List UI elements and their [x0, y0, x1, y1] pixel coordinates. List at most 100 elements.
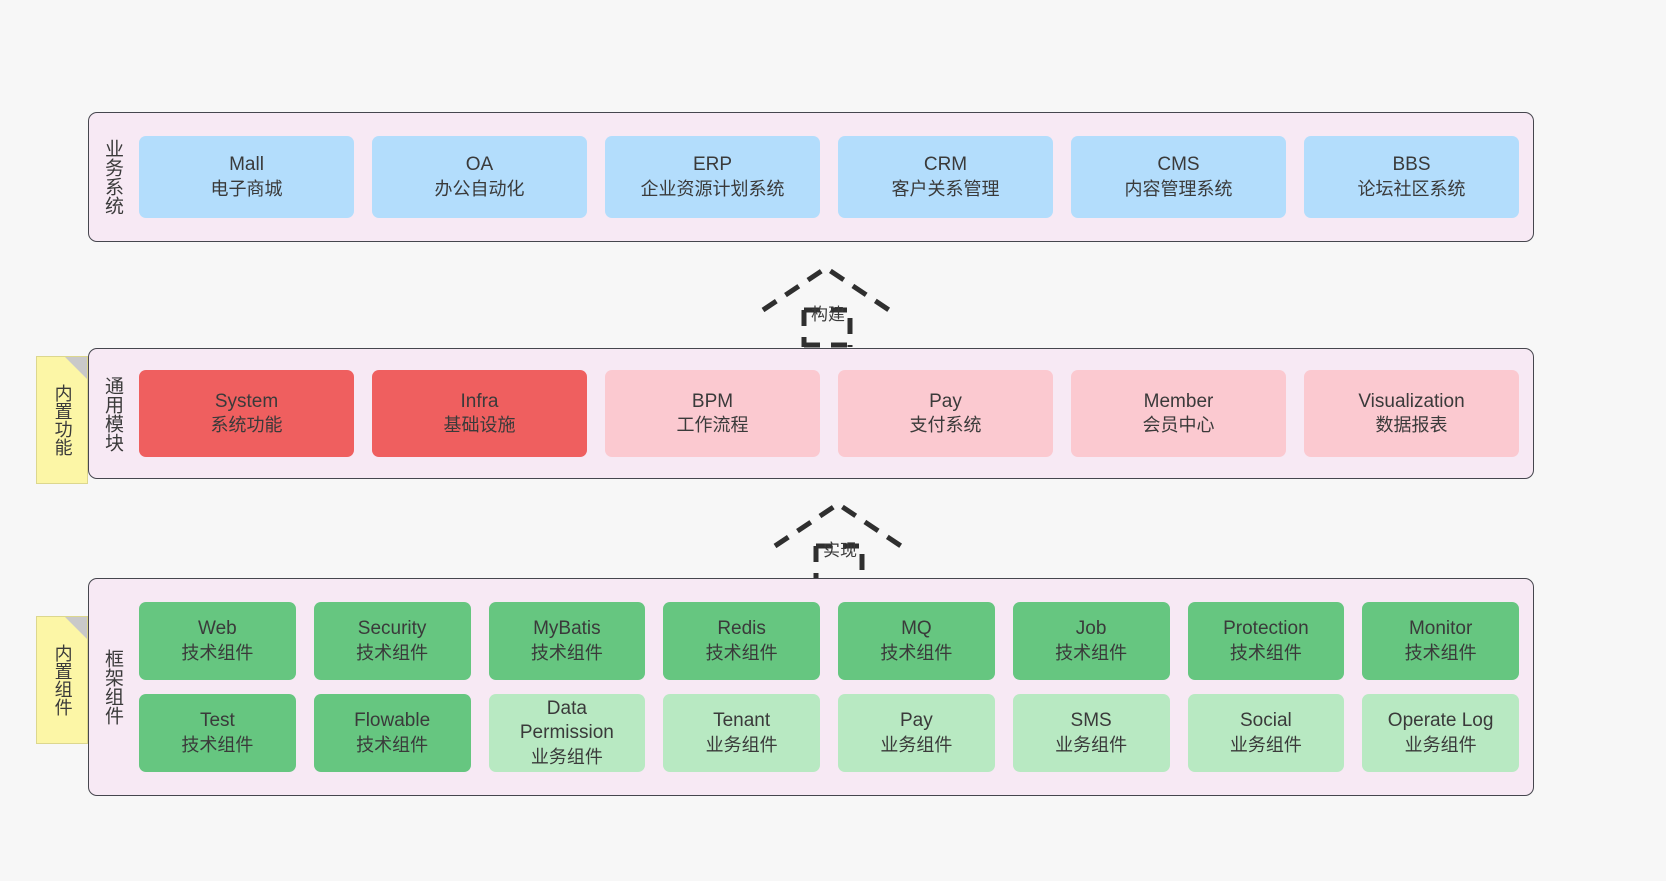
node-mybatis[interactable]: MyBatis 技术组件 — [488, 602, 646, 680]
node-subtitle: 技术组件 — [530, 642, 603, 663]
node-title: Protection — [1223, 618, 1309, 640]
node-mq[interactable]: MQ 技术组件 — [838, 602, 995, 680]
node-bpm[interactable]: BPM 工作流程 — [605, 370, 820, 457]
note-label: 内置功能 — [52, 384, 73, 456]
connector-label-implement: 实现 — [823, 541, 857, 560]
node-job[interactable]: Job 技术组件 — [1012, 602, 1170, 680]
note-fold-corner — [65, 617, 87, 639]
node-subtitle: 业务组件 — [1055, 734, 1128, 755]
node-flowable[interactable]: Flowable 技术组件 — [313, 694, 471, 772]
node-title: Redis — [717, 618, 766, 640]
node-title: Security — [357, 618, 427, 640]
note-fold-corner — [65, 357, 87, 379]
node-title: BPM — [691, 390, 734, 412]
node-crm[interactable]: CRM 客户关系管理 — [838, 136, 1053, 218]
node-subtitle: 技术组件 — [181, 734, 254, 755]
node-title: MyBatis — [533, 618, 601, 640]
node-subtitle: 业务组件 — [880, 734, 953, 755]
layer-body-framework-components: Web 技术组件 Security 技术组件 MyBatis 技术组件 Redi… — [135, 579, 1533, 795]
node-erp[interactable]: ERP 企业资源计划系统 — [605, 136, 820, 218]
framework-row-technical: Web 技术组件 Security 技术组件 MyBatis 技术组件 Redi… — [139, 602, 1519, 680]
node-subtitle: 支付系统 — [909, 415, 982, 436]
node-subtitle: 内容管理系统 — [1124, 178, 1233, 199]
node-subtitle: 会员中心 — [1142, 415, 1215, 436]
layer-framework-components: 框架组件 Web 技术组件 Security 技术组件 MyBatis 技术组件… — [88, 578, 1534, 796]
node-title: Pay — [900, 710, 933, 732]
node-subtitle: 电子商城 — [210, 178, 283, 199]
node-social[interactable]: Social 业务组件 — [1187, 694, 1345, 772]
node-subtitle: 业务组件 — [530, 746, 603, 767]
node-title: BBS — [1392, 154, 1431, 176]
node-operate-log[interactable]: Operate Log 业务组件 — [1362, 694, 1519, 772]
layer-business-systems: 业务系统 Mall 电子商城 OA 办公自动化 ERP 企业资源计划系统 CRM… — [88, 112, 1534, 242]
node-pay-component[interactable]: Pay 业务组件 — [838, 694, 995, 772]
layer-title-framework-components: 框架组件 — [102, 649, 124, 725]
node-title: Tenant — [713, 710, 771, 732]
node-subtitle: 技术组件 — [1055, 642, 1128, 663]
node-subtitle: 技术组件 — [880, 642, 953, 663]
node-subtitle: 技术组件 — [705, 642, 778, 663]
node-title: Test — [199, 710, 235, 732]
node-title: Job — [1075, 618, 1107, 640]
node-bbs[interactable]: BBS 论坛社区系统 — [1304, 136, 1519, 218]
node-infra[interactable]: Infra 基础设施 — [372, 370, 587, 457]
node-redis[interactable]: Redis 技术组件 — [663, 602, 820, 680]
node-subtitle: 技术组件 — [356, 642, 429, 663]
node-subtitle: 技术组件 — [1404, 642, 1477, 663]
connector-label-build: 构建 — [811, 305, 845, 324]
node-subtitle: 基础设施 — [443, 415, 516, 436]
node-title: ERP — [692, 154, 733, 176]
node-subtitle: 系统功能 — [210, 415, 283, 436]
node-subtitle: 数据报表 — [1375, 415, 1448, 436]
node-title: Operate Log — [1387, 710, 1494, 732]
note-builtin-components: 内置组件 — [36, 616, 88, 744]
node-subtitle: 业务组件 — [1404, 734, 1477, 755]
note-label: 内置组件 — [52, 644, 73, 716]
node-tenant[interactable]: Tenant 业务组件 — [663, 694, 820, 772]
node-test[interactable]: Test 技术组件 — [139, 694, 296, 772]
node-system[interactable]: System 系统功能 — [139, 370, 354, 457]
note-builtin-features: 内置功能 — [36, 356, 88, 484]
node-title: Mall — [229, 154, 264, 176]
node-member[interactable]: Member 会员中心 — [1071, 370, 1286, 457]
node-title: Flowable — [354, 710, 431, 732]
node-title: Social — [1240, 710, 1292, 732]
connector-build: 构建 — [758, 262, 908, 348]
node-subtitle: 业务组件 — [1229, 734, 1302, 755]
node-protection[interactable]: Protection 技术组件 — [1187, 602, 1345, 680]
connector-line-right — [816, 543, 865, 583]
node-title: Web — [198, 618, 237, 640]
node-mall[interactable]: Mall 电子商城 — [139, 136, 354, 218]
node-visualization[interactable]: Visualization 数据报表 — [1304, 370, 1519, 457]
node-title: Member — [1143, 390, 1214, 412]
node-title: Monitor — [1408, 618, 1473, 640]
layer-title-business-systems: 业务系统 — [102, 139, 124, 215]
framework-row-business: Test 技术组件 Flowable 技术组件 Data Permission … — [139, 694, 1519, 772]
node-subtitle: 技术组件 — [1229, 642, 1302, 663]
node-monitor[interactable]: Monitor 技术组件 — [1362, 602, 1519, 680]
node-title: System — [214, 390, 279, 412]
node-subtitle: 工作流程 — [676, 415, 749, 436]
node-title: CMS — [1157, 154, 1200, 176]
node-subtitle: 论坛社区系统 — [1357, 178, 1466, 199]
node-subtitle: 企业资源计划系统 — [640, 178, 785, 199]
node-sms[interactable]: SMS 业务组件 — [1012, 694, 1170, 772]
node-data-permission[interactable]: Data Permission 业务组件 — [488, 694, 646, 772]
node-title: MQ — [901, 618, 932, 640]
node-subtitle: 客户关系管理 — [891, 178, 1000, 199]
layer-title-common-modules: 通用模块 — [102, 375, 124, 452]
node-subtitle: 技术组件 — [181, 642, 254, 663]
layer-body-business-systems: Mall 电子商城 OA 办公自动化 ERP 企业资源计划系统 CRM 客户关系… — [135, 113, 1533, 241]
node-subtitle: 办公自动化 — [434, 178, 525, 199]
node-subtitle: 技术组件 — [356, 734, 429, 755]
connector-implement: 实现 — [770, 498, 920, 584]
node-pay-module[interactable]: Pay 支付系统 — [838, 370, 1053, 457]
node-title: Pay — [929, 390, 962, 412]
node-security[interactable]: Security 技术组件 — [313, 602, 471, 680]
node-oa[interactable]: OA 办公自动化 — [372, 136, 587, 218]
node-cms[interactable]: CMS 内容管理系统 — [1071, 136, 1286, 218]
node-web[interactable]: Web 技术组件 — [139, 602, 296, 680]
layer-common-modules: 通用模块 System 系统功能 Infra 基础设施 BPM 工作流程 Pay… — [88, 348, 1534, 479]
node-subtitle: 业务组件 — [705, 734, 778, 755]
